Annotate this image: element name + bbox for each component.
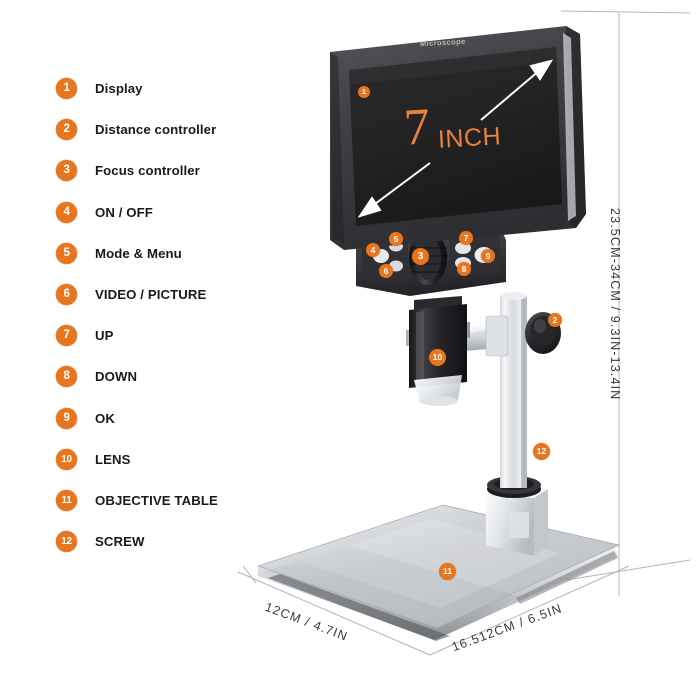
legend-badge-9: 9 (56, 407, 77, 429)
legend-badge-10: 10 (56, 448, 77, 470)
stand-post (500, 292, 527, 488)
callout-pin-mode-menu: 5 (389, 232, 403, 246)
callout-pin-ok: 9 (481, 249, 495, 263)
callout-legend: 1 Display 2 Distance controller 3 Focus … (56, 68, 306, 562)
diagonal-arrow (357, 59, 554, 218)
legend-label-3: Focus controller (95, 163, 200, 179)
callout-pin-display: 1 (358, 86, 370, 98)
column-mount (486, 476, 548, 556)
legend-label-8: DOWN (95, 369, 138, 385)
legend-badge-2: 2 (56, 119, 77, 141)
distance-controller-assembly (452, 312, 561, 357)
list-item: 8 DOWN (56, 356, 306, 397)
list-item: 9 OK (56, 398, 306, 439)
legend-label-11: OBJECTIVE TABLE (95, 492, 218, 508)
legend-label-9: OK (95, 410, 115, 426)
list-item: 11 OBJECTIVE TABLE (56, 480, 306, 521)
legend-label-10: LENS (95, 451, 131, 467)
display-unit (330, 26, 586, 250)
legend-badge-4: 4 (56, 201, 77, 223)
callout-pin-video-picture: 6 (379, 264, 393, 278)
callout-pin-down: 8 (457, 262, 471, 276)
legend-badge-6: 6 (56, 284, 77, 306)
dimension-width-label: 16.512CM / 6.5IN (450, 601, 565, 655)
legend-label-6: VIDEO / PICTURE (95, 287, 207, 303)
legend-label-2: Distance controller (95, 122, 217, 138)
legend-label-1: Display (95, 81, 143, 97)
display-screen (349, 47, 562, 226)
list-item: 2 Distance controller (56, 109, 306, 150)
legend-badge-12: 12 (56, 531, 77, 553)
legend-label-12: SCREW (95, 534, 145, 550)
list-item: 4 ON / OFF (56, 192, 306, 233)
legend-badge-8: 8 (56, 366, 77, 388)
list-item: 12 SCREW (56, 521, 306, 562)
legend-badge-5: 5 (56, 242, 77, 264)
callout-pin-up: 7 (459, 231, 473, 245)
list-item: 1 Display (56, 68, 306, 109)
brand-label: Microscope (419, 36, 466, 49)
legend-badge-11: 11 (56, 489, 77, 511)
dimension-height-label: 23.5CM-34CM / 9.3IN-13.4IN (608, 208, 622, 401)
screen-size-number: 7 (402, 98, 432, 157)
list-item: 5 Mode & Menu (56, 233, 306, 274)
legend-badge-7: 7 (56, 325, 77, 347)
callout-pin-focus-controller: 3 (412, 248, 429, 265)
legend-label-5: Mode & Menu (95, 245, 182, 261)
callout-pin-distance-controller: 2 (548, 313, 562, 327)
list-item: 7 UP (56, 315, 306, 356)
legend-badge-3: 3 (56, 160, 77, 182)
list-item: 3 Focus controller (56, 150, 306, 191)
callout-pin-screw: 12 (533, 443, 550, 460)
screen-size-unit: INCH (437, 122, 502, 154)
legend-label-4: ON / OFF (95, 204, 153, 220)
list-item: 6 VIDEO / PICTURE (56, 274, 306, 315)
callout-pin-lens: 10 (429, 349, 446, 366)
callout-pin-on-off: 4 (366, 243, 380, 257)
dimension-depth-label: 12CM / 4.7IN (263, 600, 350, 644)
legend-badge-1: 1 (56, 78, 77, 100)
legend-label-7: UP (95, 328, 114, 344)
list-item: 10 LENS (56, 439, 306, 480)
callout-pin-objective-table: 11 (439, 563, 456, 580)
